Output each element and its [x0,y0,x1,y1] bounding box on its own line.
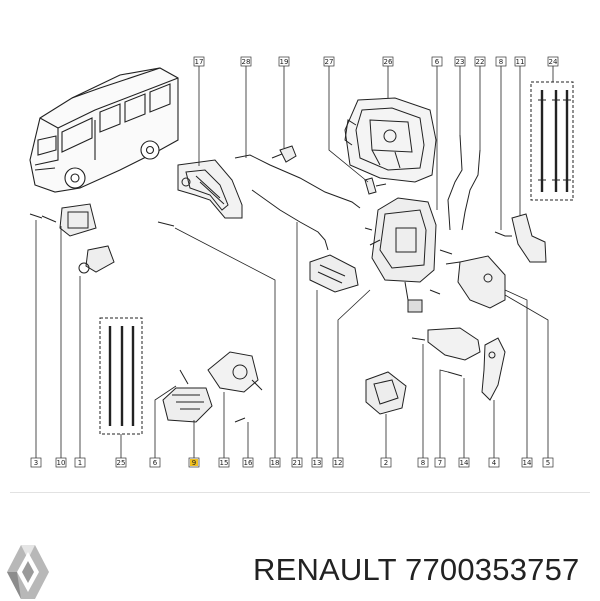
top-callout-7: 23 [454,56,466,67]
top-callout-1: 17 [193,56,205,67]
part-link-rod-23 [447,134,463,231]
part-bracket-11 [494,213,547,263]
bottom-callout-9: 18 [269,457,281,468]
part-rod-long [234,154,361,209]
callout-number: 22 [476,58,485,66]
callout-number: 19 [280,58,289,66]
part-door-handle [177,159,243,219]
callout-number: 18 [271,459,280,467]
top-callout-10: 11 [514,56,526,67]
part-lock-mechanism [344,97,437,183]
callout-number: 11 [516,58,525,66]
callout-number: 25 [117,459,126,467]
bottom-callout-2: 10 [55,457,67,468]
callout-number: 17 [195,58,204,66]
part-lever [427,327,506,401]
top-callout-4: 27 [323,56,335,67]
bottom-callout-14: 8 [417,457,429,468]
bottom-callout-16: 14 [458,457,470,468]
bottom-callout-3: 1 [74,457,86,468]
part-lock-cylinder-15 [207,351,263,393]
renault-diamond-icon [7,545,49,599]
top-callout-3: 19 [278,56,290,67]
part-screw-14 [429,289,441,295]
bottom-callout-7: 15 [218,457,230,468]
callout-number: 9 [192,459,196,467]
callout-number: 14 [460,459,469,467]
callout-number: 6 [153,459,158,467]
callout-number: 13 [313,459,322,467]
part-actuator [309,254,359,293]
part-screw-18 [157,221,175,227]
callout-number: 27 [325,58,334,66]
part-lock-body [364,197,437,313]
top-callout-2: 28 [240,56,252,67]
callout-number: 16 [244,459,253,467]
callout-number: 28 [242,58,251,66]
part-rod-clip [271,145,297,163]
footer: RENAULT 7700353757 [0,492,600,600]
top-callout-8: 22 [474,56,486,67]
callout-number: 21 [293,459,302,467]
callout-number: 24 [549,58,558,66]
top-callout-6: 6 [431,56,443,67]
callout-number: 1 [78,459,82,467]
callout-number: 3 [34,459,38,467]
part-screw-3 [29,213,57,223]
van-illustration [29,67,179,193]
part-kit-24 [530,81,574,201]
callout-number: 15 [220,459,229,467]
bottom-callout-13: 2 [380,457,392,468]
part-striker-plate [439,249,506,309]
bottom-callout-15: 7 [434,457,446,468]
bottom-callout-5: 6 [149,457,161,468]
callout-number: 2 [384,459,388,467]
bottom-callout-19: 5 [542,457,554,468]
callout-number: 8 [499,58,503,66]
bottom-callout-12: 12 [332,457,344,468]
callout-number: 10 [57,459,66,467]
top-callout-11: 24 [547,56,559,67]
callout-number: 5 [546,459,550,467]
bottom-callout-8: 16 [242,457,254,468]
top-callout-5: 26 [382,56,394,67]
brand-part-number: RENAULT 7700353757 [253,552,580,587]
callout-number: 14 [523,459,532,467]
bottom-callout-18: 14 [521,457,533,468]
part-link-rod-22 [461,149,481,231]
bottom-callout-17: 4 [488,457,500,468]
bottom-callout-11: 13 [311,457,323,468]
part-rod-diagonal [251,189,329,251]
callout-number: 26 [384,58,393,66]
callout-number: 8 [421,459,425,467]
bottom-callout-1: 3 [30,457,42,468]
part-handle-cover [365,371,407,415]
part-lock-cylinder [78,245,115,274]
part-screw-16 [179,369,246,423]
callout-number: 4 [492,459,497,467]
part-switch-10 [59,203,97,237]
part-screw-7 [411,337,463,377]
bottom-callout-10: 21 [291,457,303,468]
top-callout-9: 8 [495,56,507,67]
callout-number: 7 [438,459,442,467]
highlight-marker [190,459,198,466]
part-kit-25 [99,317,143,435]
callout-number: 23 [456,58,465,66]
callout-number: 12 [334,459,343,467]
part-handle-housing [162,387,213,423]
bottom-callout-6: 9 [188,457,200,468]
leader-lines [35,66,554,458]
bottom-callout-4: 25 [115,457,127,468]
callout-number: 6 [435,58,440,66]
part-screw-27 [364,177,387,195]
divider [10,492,590,493]
